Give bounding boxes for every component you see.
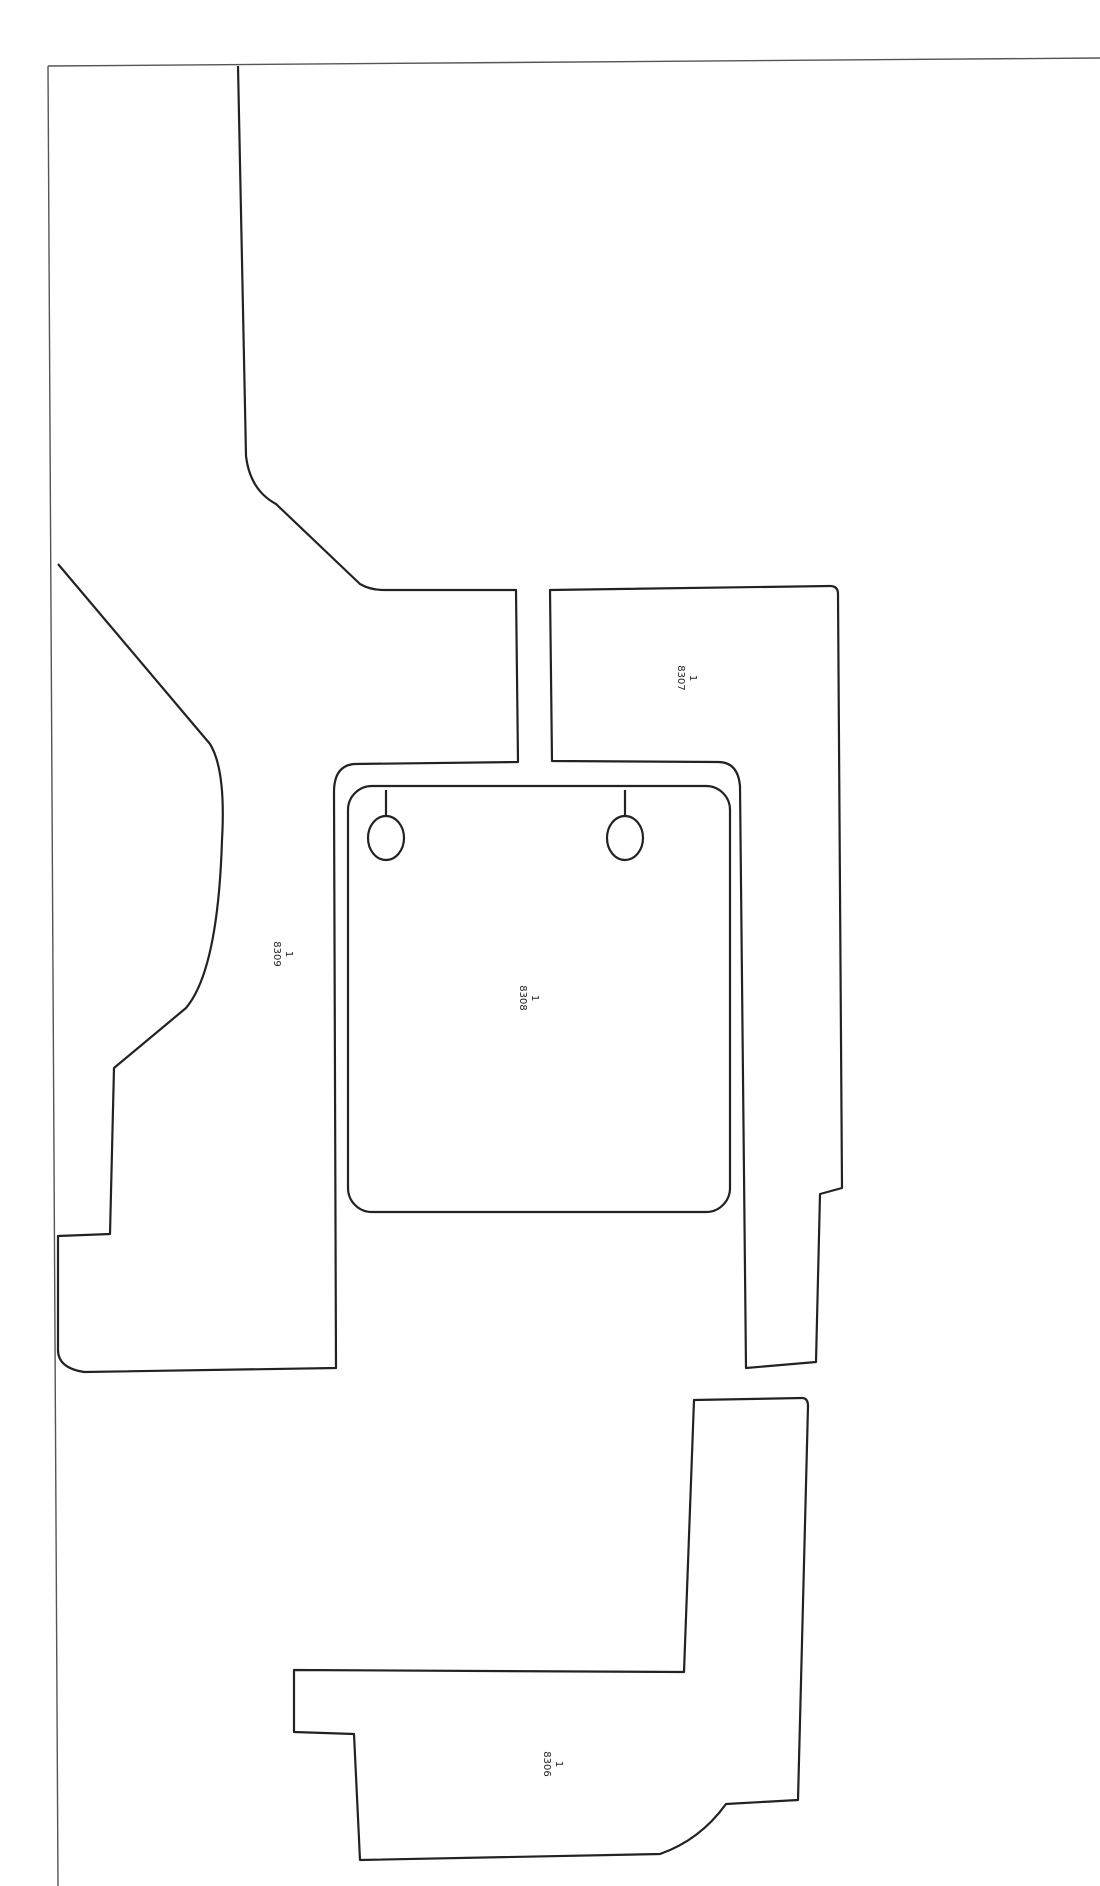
hole-left-icon	[366, 814, 406, 862]
hole-right-icon	[605, 814, 645, 862]
label-num: 1	[687, 675, 698, 681]
left-border	[47, 65, 59, 1886]
left-piece-label: 1 8309	[271, 941, 294, 966]
bottom-piece-label: 1 8306	[541, 1751, 564, 1776]
label-num: 1	[283, 951, 294, 957]
label-code: 8306	[541, 1751, 552, 1776]
label-num: 1	[553, 1761, 564, 1767]
label-code: 8309	[271, 941, 282, 966]
right-piece-label: 1 8307	[675, 665, 698, 690]
label-code: 8307	[675, 665, 686, 690]
label-num: 1	[529, 995, 540, 1001]
center-piece-outline	[346, 784, 732, 1214]
left-piece-outline	[56, 65, 520, 1374]
right-piece-outline	[548, 584, 844, 1370]
top-border	[47, 57, 1100, 67]
label-code: 8308	[517, 985, 528, 1010]
center-piece-label: 1 8308	[517, 985, 540, 1010]
bottom-piece-outline	[292, 1396, 810, 1862]
